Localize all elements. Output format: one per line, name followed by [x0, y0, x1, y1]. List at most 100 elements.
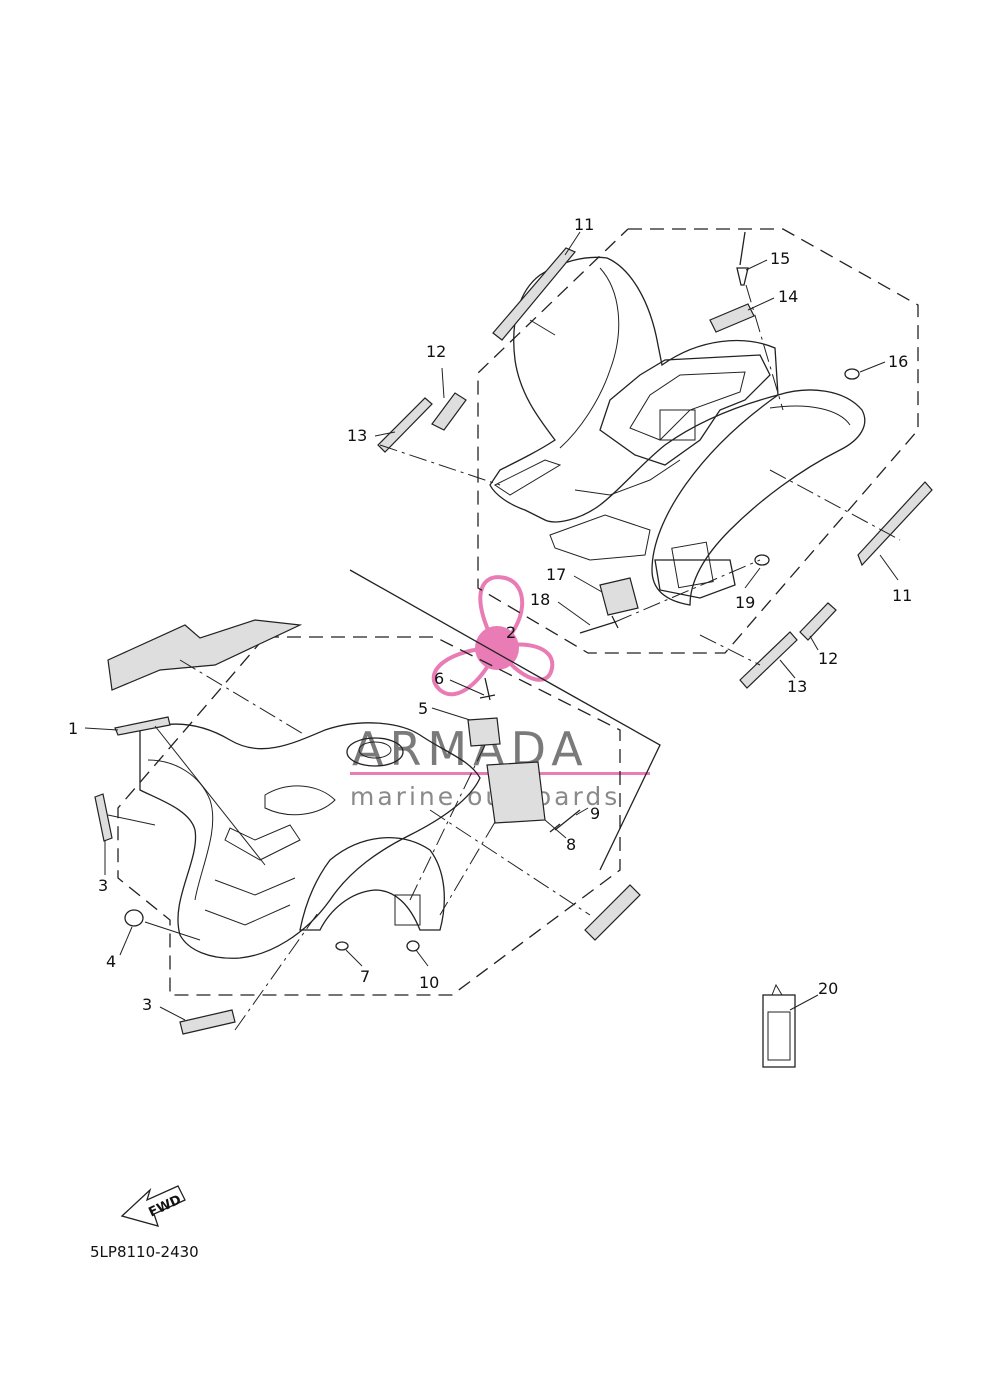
front-fuel-cap	[358, 741, 392, 759]
callout-10: 10	[419, 973, 439, 992]
leader-14	[747, 297, 775, 311]
callout-11-lower: 11	[892, 586, 912, 605]
front-hood-bump	[264, 785, 336, 816]
forward-arrow-label: FWD	[147, 1192, 184, 1220]
leader-11b	[879, 554, 899, 581]
rear-fender-left-edge	[494, 459, 562, 496]
chain-3b	[234, 909, 321, 1031]
leader-6	[449, 679, 485, 696]
front-grille-3	[204, 904, 291, 926]
chain-2	[179, 659, 306, 736]
leader-5	[431, 707, 471, 721]
callout-labels: 1 2 3 3 4 5 6 7 8 9 10 11 11 12 12 13 13…	[68, 215, 912, 1014]
chain-15	[745, 284, 784, 411]
callout-3-lower: 3	[142, 995, 152, 1014]
part-20-label-inner	[767, 1011, 791, 1061]
part-6-screw	[479, 677, 496, 701]
forward-arrow-group: FWD	[120, 1185, 186, 1227]
part-15-screw	[736, 231, 749, 286]
leader-4-body	[144, 921, 201, 941]
chain-8	[439, 821, 496, 916]
callout-18: 18	[530, 590, 550, 609]
part-20-label-group	[762, 983, 796, 1068]
chain-13a	[379, 444, 501, 486]
callout-9: 9	[590, 804, 600, 823]
chain-11b	[769, 469, 901, 541]
part-7-nut	[335, 941, 349, 951]
leader-20	[789, 994, 819, 1011]
leader-1b	[154, 725, 266, 866]
callout-13-lower: 13	[787, 677, 807, 696]
callout-6: 6	[434, 669, 444, 688]
front-fuel-cap-ring	[346, 737, 404, 767]
front-boundary-dashed	[117, 636, 621, 996]
part-20-label	[762, 994, 796, 1068]
part-8-panel	[486, 761, 546, 824]
part-3-sticker-lower	[179, 1009, 236, 1035]
leader-9	[575, 807, 589, 816]
part-11-sticker-left	[492, 247, 576, 341]
leader-19	[744, 567, 761, 589]
part-5-plate	[467, 717, 501, 747]
front-boundary-solid	[349, 569, 661, 871]
rear-fender-right-contour	[769, 405, 851, 426]
leader-1	[84, 727, 119, 731]
callout-17: 17	[546, 565, 566, 584]
callout-1: 1	[68, 719, 78, 738]
leader-12a	[441, 367, 445, 399]
callout-20: 20	[818, 979, 838, 998]
leader-11a	[564, 231, 581, 256]
rear-fender-deck	[599, 354, 771, 466]
leader-10	[415, 949, 429, 967]
rear-deck-rail	[574, 459, 681, 496]
part-13-strip-upper	[377, 397, 433, 453]
part-13-strip-lower	[739, 631, 798, 689]
rear-fender-left-wing	[489, 256, 779, 523]
rear-mudguard	[549, 514, 651, 561]
leader-13b	[779, 659, 796, 679]
rear-fender-panel	[671, 541, 714, 589]
part-2-top-cover	[107, 619, 303, 691]
leader-3b	[159, 1006, 186, 1021]
front-reflector-panel	[394, 894, 421, 926]
chain-13b	[699, 634, 761, 666]
callout-4: 4	[106, 952, 116, 971]
leader-17	[573, 575, 603, 593]
rear-fender-group	[374, 228, 933, 1011]
part-18-screw	[579, 615, 619, 634]
leader-12b	[809, 635, 819, 651]
callout-12-lower: 12	[818, 649, 838, 668]
leader-18	[557, 601, 591, 626]
leader-16	[859, 361, 886, 373]
part-17-plate	[599, 577, 639, 616]
callout-16: 16	[888, 352, 908, 371]
leader-8	[544, 819, 567, 839]
rear-fender-deck-inner	[629, 371, 746, 441]
callout-2: 2	[506, 623, 516, 642]
front-grille	[224, 824, 301, 861]
part-3-sticker-upper	[94, 793, 113, 842]
callout-12-upper: 12	[426, 342, 446, 361]
front-fender-group	[84, 569, 661, 1035]
callout-14: 14	[778, 287, 798, 306]
leader-11a-part	[529, 319, 556, 336]
watermark-tagline: marine outboards	[350, 782, 620, 811]
chain-18	[614, 559, 761, 623]
part-1-sticker	[114, 716, 171, 736]
part-16-nut	[844, 368, 860, 380]
callout-19: 19	[735, 593, 755, 612]
rear-boundary	[477, 228, 919, 654]
front-grille-2	[214, 877, 296, 896]
callout-13-upper: 13	[347, 426, 367, 445]
callout-11-upper: 11	[574, 215, 594, 234]
part-12-decal-lower	[799, 602, 837, 641]
chain-5	[409, 744, 486, 901]
rear-fender-left-contour	[559, 267, 620, 449]
front-fender-left-contour	[147, 759, 214, 901]
callout-8: 8	[566, 835, 576, 854]
part-19-nut	[754, 554, 770, 566]
callout-7: 7	[360, 967, 370, 986]
part-10-grommet	[406, 940, 420, 952]
part-20-tag-loop	[771, 983, 783, 996]
leader-13a	[374, 431, 396, 437]
